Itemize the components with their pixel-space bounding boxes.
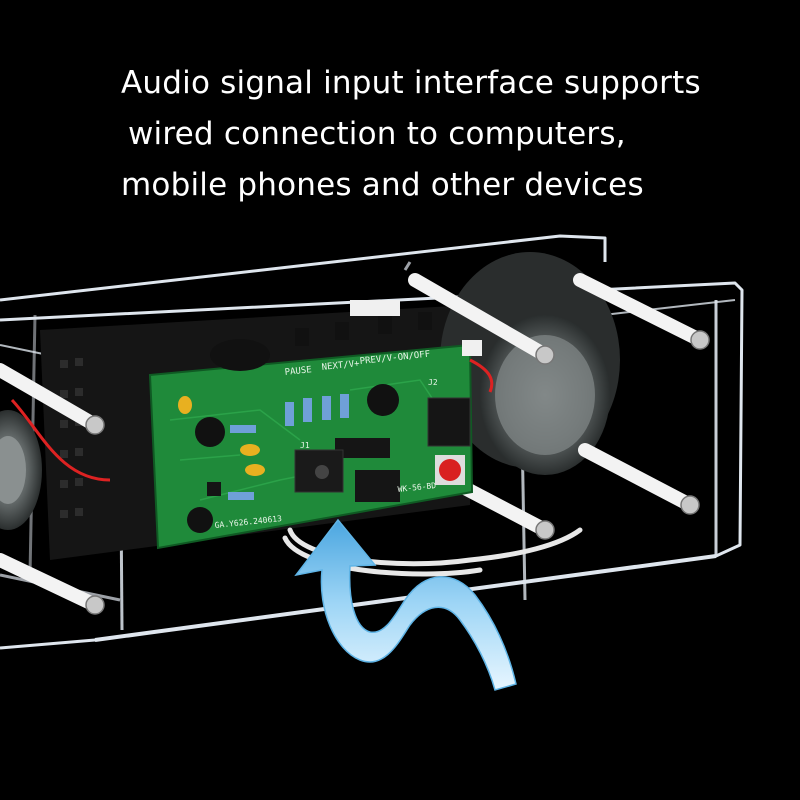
label-j1: J1 — [300, 441, 310, 450]
caption-line-1: Audio signal input interface supports — [121, 65, 701, 101]
label-model: WK-56-BD — [397, 481, 436, 494]
label-prev: PREV/V- — [359, 353, 398, 367]
circuit-board: PAUSE NEXT/V+ PREV/V- ON/OFF WK-56-BD GA… — [148, 300, 482, 550]
right-speaker — [440, 252, 620, 475]
label-onoff: ON/OFF — [397, 350, 430, 363]
label-j2: J2 — [428, 378, 438, 387]
left-speaker — [0, 410, 42, 530]
power-button — [439, 459, 461, 481]
label-pause: PAUSE — [284, 365, 312, 378]
caption-line-2: wired connection to computers, — [128, 116, 626, 152]
caption-line-3: mobile phones and other devices — [121, 167, 644, 203]
curved-arrow-icon — [294, 518, 517, 691]
label-next: NEXT/V+ — [321, 359, 360, 373]
standoffs — [0, 273, 707, 612]
